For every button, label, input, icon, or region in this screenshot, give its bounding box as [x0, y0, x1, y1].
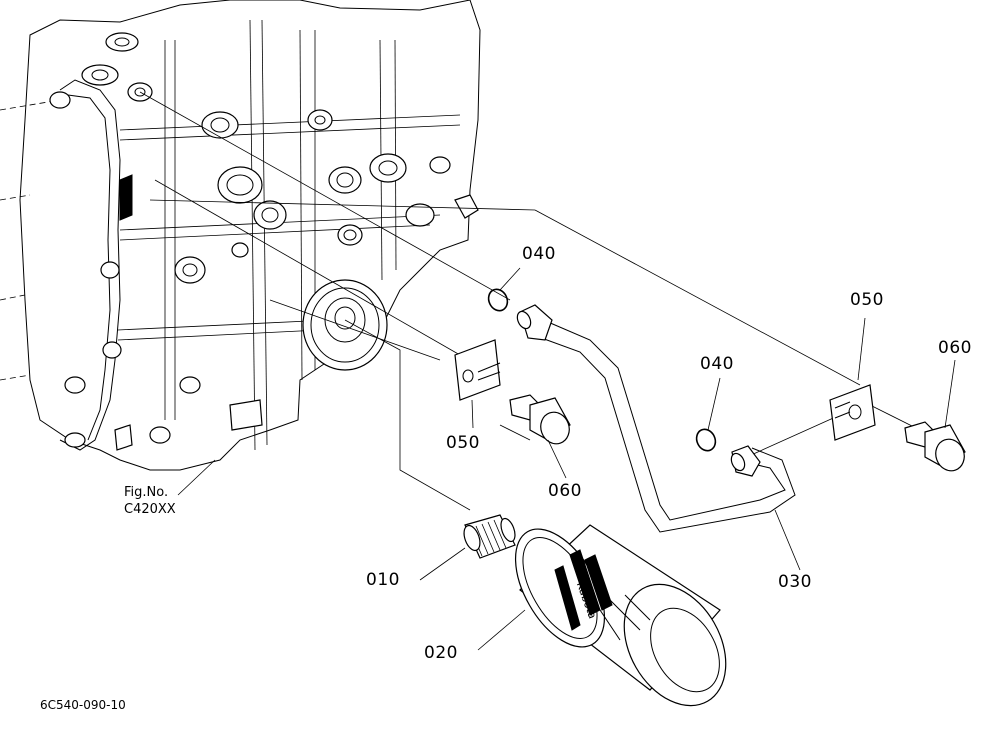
- bolt-right: [904, 421, 966, 472]
- part-label-020: 020: [424, 643, 458, 663]
- part-label-030: 030: [778, 572, 812, 592]
- part-label-010: 010: [366, 570, 400, 590]
- o-ring-upper: [487, 288, 509, 312]
- part-label-050-left: 050: [446, 433, 480, 453]
- figure-reference-line2: C420XX: [124, 502, 176, 517]
- part-label-040-upper: 040: [522, 244, 556, 264]
- figure-reference-line1: Fig.No.: [124, 485, 169, 500]
- oil-pipe: [516, 304, 796, 533]
- drawing-number: 6C540-090-10: [40, 698, 126, 712]
- clamp-plate-right: [829, 384, 876, 441]
- threaded-nipple: [463, 514, 516, 559]
- part-label-040-lower: 040: [700, 354, 734, 374]
- o-ring-lower: [695, 428, 717, 452]
- leader-lines: [177, 267, 956, 651]
- figure-reference: Fig.No. C420XX: [124, 484, 176, 518]
- bolt-left: [509, 394, 571, 445]
- part-label-060-left: 060: [548, 481, 582, 501]
- reference-lines: [139, 91, 921, 511]
- part-label-060-right: 060: [938, 338, 972, 358]
- transmission-housing: [0, 0, 481, 471]
- oil-filter: [514, 524, 727, 707]
- clamp-plate-left: [454, 339, 501, 401]
- part-label-050-right: 050: [850, 290, 884, 310]
